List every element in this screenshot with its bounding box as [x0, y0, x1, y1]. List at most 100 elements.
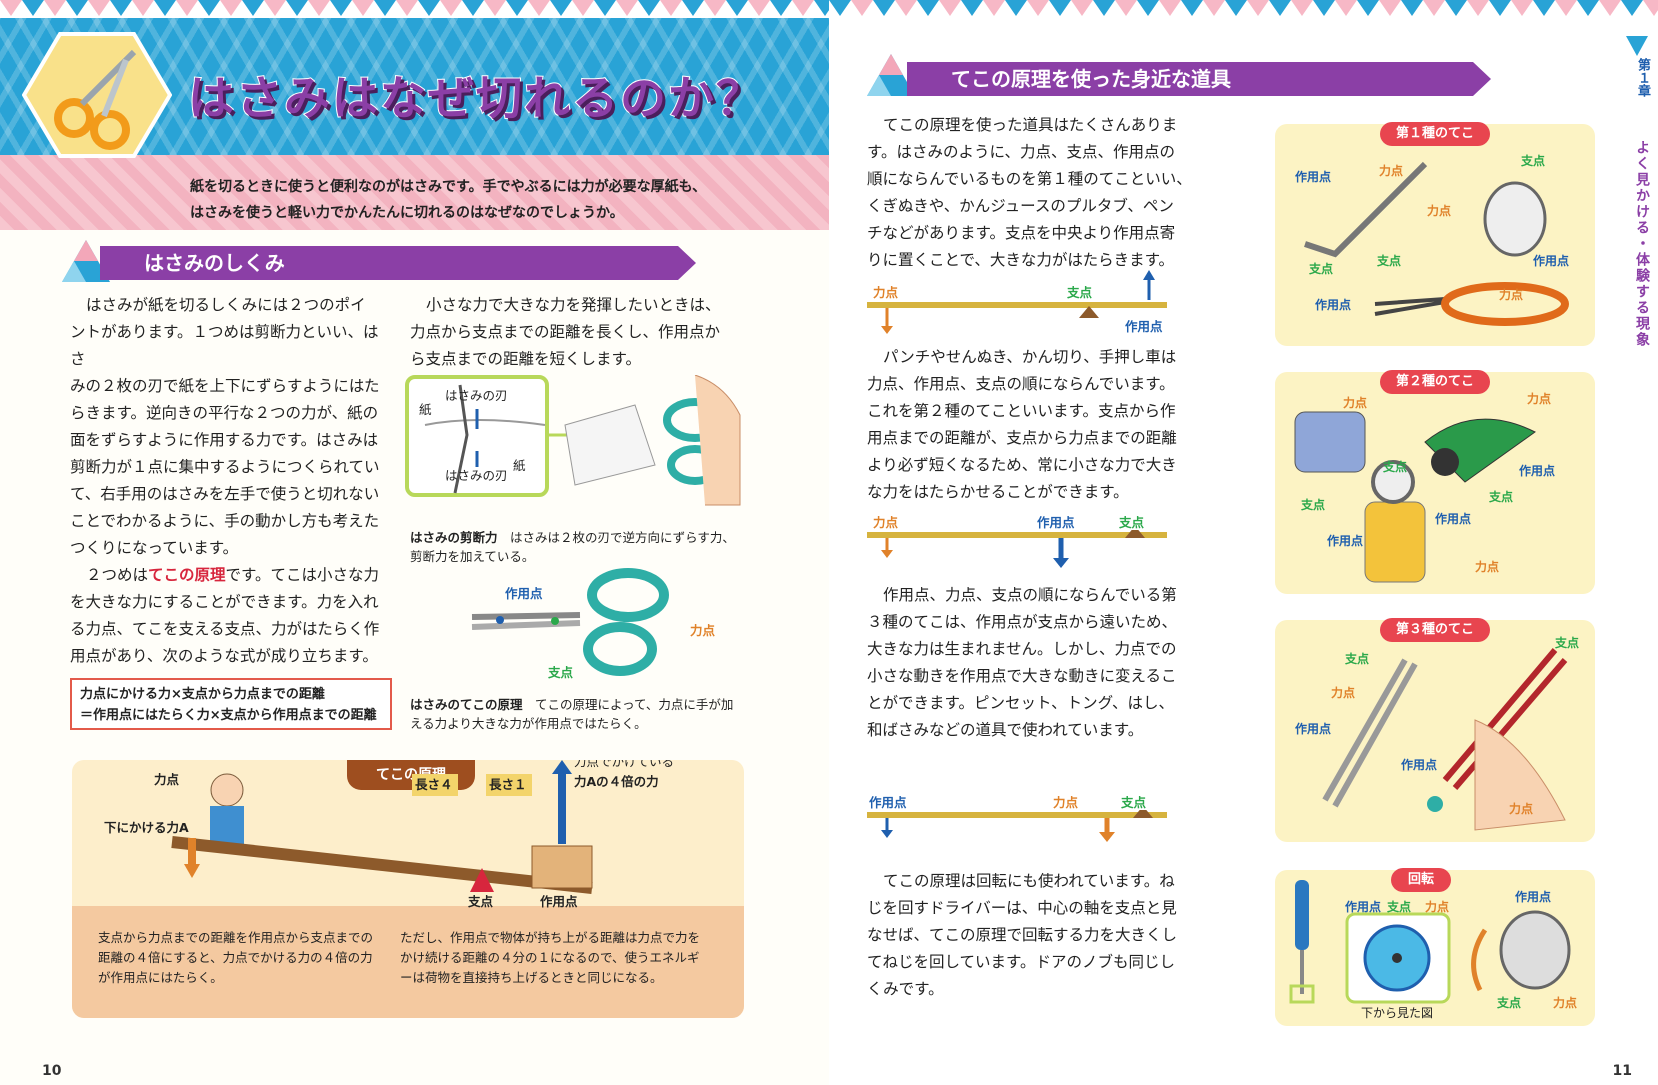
beam-label: 作用点	[869, 795, 907, 810]
zigzag-triangle	[1203, 0, 1225, 16]
text-line: これを第２種のてこといいます。支点から作	[867, 402, 1176, 420]
point-label: 力点	[1475, 560, 1500, 574]
sidebar-text: よく見かける・体験する現象	[1634, 140, 1650, 348]
scissors-icon	[22, 32, 172, 158]
text-line: 小さな動きを作用点で大きな動きに変えるこ	[867, 667, 1177, 685]
beam-label: 支点	[1119, 515, 1145, 530]
point-label: 力点	[1331, 686, 1356, 700]
point-label: 支点	[1387, 900, 1412, 914]
caption-title: はさみのてこの原理	[410, 697, 523, 712]
text-line: てねじを回しています。ドアのノブも同じし	[867, 953, 1175, 971]
point-label: 支点	[1489, 490, 1514, 504]
point-label: 力点	[1379, 164, 1404, 178]
zigzag-triangle	[22, 0, 44, 16]
intro-line: はさみを使うと軽い力でかんたんに切れるのはなぜなのでしょうか。	[190, 205, 624, 221]
card-tag: 第３種のてこ	[1380, 618, 1490, 642]
zigzag-triangle	[528, 0, 550, 16]
zigzag-triangle	[418, 0, 440, 16]
beam-arrows	[881, 270, 1155, 334]
zigzag-triangle	[682, 0, 704, 16]
zigzag-triangle	[616, 0, 638, 16]
beam-label: 支点	[1067, 285, 1093, 300]
blade-label: はさみの刃	[445, 388, 508, 403]
caption-shear: はさみの剪断力 はさみは２枚の刃で逆方向にずらす力、剪断力を加えている。	[410, 528, 740, 566]
text-line: ３種のてこは、作用点が支点から遠いため、	[867, 613, 1178, 631]
rotation-illustration	[1289, 880, 1571, 1004]
type3-tools-illustration	[1322, 648, 1568, 831]
point-label: 作用点	[1401, 758, 1438, 772]
text-line: 剪断力が１点に集中するようにつくられてい	[70, 458, 380, 476]
lever-note-left: 支点から力点までの距離を作用点から支点までの距離の４倍にすると、力点でかける力の…	[98, 930, 374, 985]
text-line: りに置くことで、大きな力がはたらきます。	[867, 251, 1175, 269]
zigzag-triangle	[1269, 0, 1291, 16]
formula-line: 力点にかける力×支点から力点までの距離	[80, 687, 325, 702]
text-line: てこの原理を使った道具はたくさんありま	[883, 116, 1178, 134]
text-line: じを回すドライバーは、中心の軸を支点と見	[867, 899, 1177, 917]
lever-principle-box: てこの原理 力点 下にかける力A 長さ４ 長さ１ 力点でかけている 力Aの４倍の…	[72, 760, 744, 1018]
beam-arrows	[881, 530, 1145, 568]
zigzag-triangle	[0, 0, 22, 16]
card-tag: 回転	[1391, 868, 1451, 892]
zigzag-triangle	[1115, 0, 1137, 16]
text-line: 力点から支点までの距離を長くし、作用点か	[410, 323, 721, 341]
zigzag-triangle	[484, 0, 506, 16]
point-label: 作用点	[1295, 722, 1332, 736]
zigzag-triangle	[132, 0, 154, 16]
text-line: て、右手用のはさみを左手で使うと切れない	[70, 485, 380, 503]
zigzag-triangle	[506, 0, 528, 16]
zigzag-triangle	[1555, 0, 1577, 16]
scissors-lever-diagram	[471, 568, 669, 676]
zigzag-triangle	[1005, 0, 1027, 16]
point-label: 作用点	[1533, 254, 1570, 268]
ground	[72, 906, 744, 1018]
zigzag-triangle	[983, 0, 1005, 16]
lever-note-right: ただし、作用点で物体が持ち上がる距離は力点で力をかけ続ける距離の４分の１になるの…	[400, 930, 701, 985]
zigzag-triangle	[220, 0, 242, 16]
zigzag-triangle	[1643, 0, 1658, 16]
text-line: ントがあります。１つめは剪断力といい、はさ	[70, 323, 379, 368]
beam-label: 支点	[1121, 795, 1147, 810]
page-number: 10	[42, 1063, 62, 1079]
lever-card-rotation: 回転 作用点 支点 力点 作用点 支点 力点 下から見た図	[1275, 868, 1595, 1026]
text-line: 作用点、力点、支点の順にならんでいる第	[883, 586, 1177, 604]
zigzag-triangle	[1181, 0, 1203, 16]
text-line: らきます。逆向きの平行な２つの力が、紙の	[70, 404, 379, 422]
type2-tools-illustration	[1294, 411, 1536, 583]
highlight-term: てこの原理	[148, 566, 226, 584]
zigzag-triangle	[792, 0, 814, 16]
zigzag-triangle	[1247, 0, 1269, 16]
zigzag-triangle	[1027, 0, 1049, 16]
zigzag-triangle	[264, 0, 286, 16]
intro-text: 紙を切るときに使うと便利なのがはさみです。手でやぶるには力が必要な厚紙も、 はさ…	[190, 174, 750, 226]
zigzag-triangle	[851, 0, 873, 16]
paragraph-3: 作用点、力点、支点の順にならんでいる第 ３種のてこは、作用点が支点から遠いため、…	[867, 582, 1197, 744]
zigzag-triangle	[44, 0, 66, 16]
caption-title: はさみの剪断力	[410, 530, 498, 545]
zigzag-triangle	[66, 0, 88, 16]
zigzag-triangle	[660, 0, 682, 16]
text-line: る力点、てこを支える支点、力がはたらく作	[70, 620, 380, 638]
sidebar-chapter: 第１章	[1635, 58, 1650, 97]
text-line: ら支点までの距離を短くします。	[410, 350, 641, 368]
zigzag-triangle	[572, 0, 594, 16]
paper-label: 紙	[513, 458, 526, 473]
zigzag-triangle	[1137, 0, 1159, 16]
zigzag-triangle	[1379, 0, 1401, 16]
zigzag-triangle	[814, 0, 829, 16]
top-zigzag-decoration	[0, 0, 829, 22]
page-number: 11	[1612, 1063, 1632, 1079]
text-line: 面をずらすように作用する力です。はさみは	[70, 431, 379, 449]
point-label: 作用点	[1345, 900, 1382, 914]
formula-line: ＝作用点にはたらく力×支点から作用点までの距離	[80, 708, 377, 723]
shiten-label: 支点	[548, 665, 574, 680]
triangle-down-icon	[1626, 36, 1648, 56]
section-heading: てこの原理を使った身近な道具	[907, 62, 1491, 96]
triangle-icon	[62, 240, 110, 282]
column-1: はさみが紙を切るしくみには２つのポイ ントがあります。１つめは剪断力といい、はさ…	[70, 292, 390, 670]
point-label: 力点	[1553, 996, 1578, 1010]
text-line: はさみが紙を切るしくみには２つのポイ	[86, 296, 366, 314]
caption-lever: はさみのてこの原理 てこの原理によって、力点に手が加える力より大きな力が作用点で…	[410, 695, 740, 733]
beam-label: 力点	[1053, 795, 1079, 810]
top-zigzag-decoration	[829, 0, 1658, 22]
zigzag-triangle	[1049, 0, 1071, 16]
